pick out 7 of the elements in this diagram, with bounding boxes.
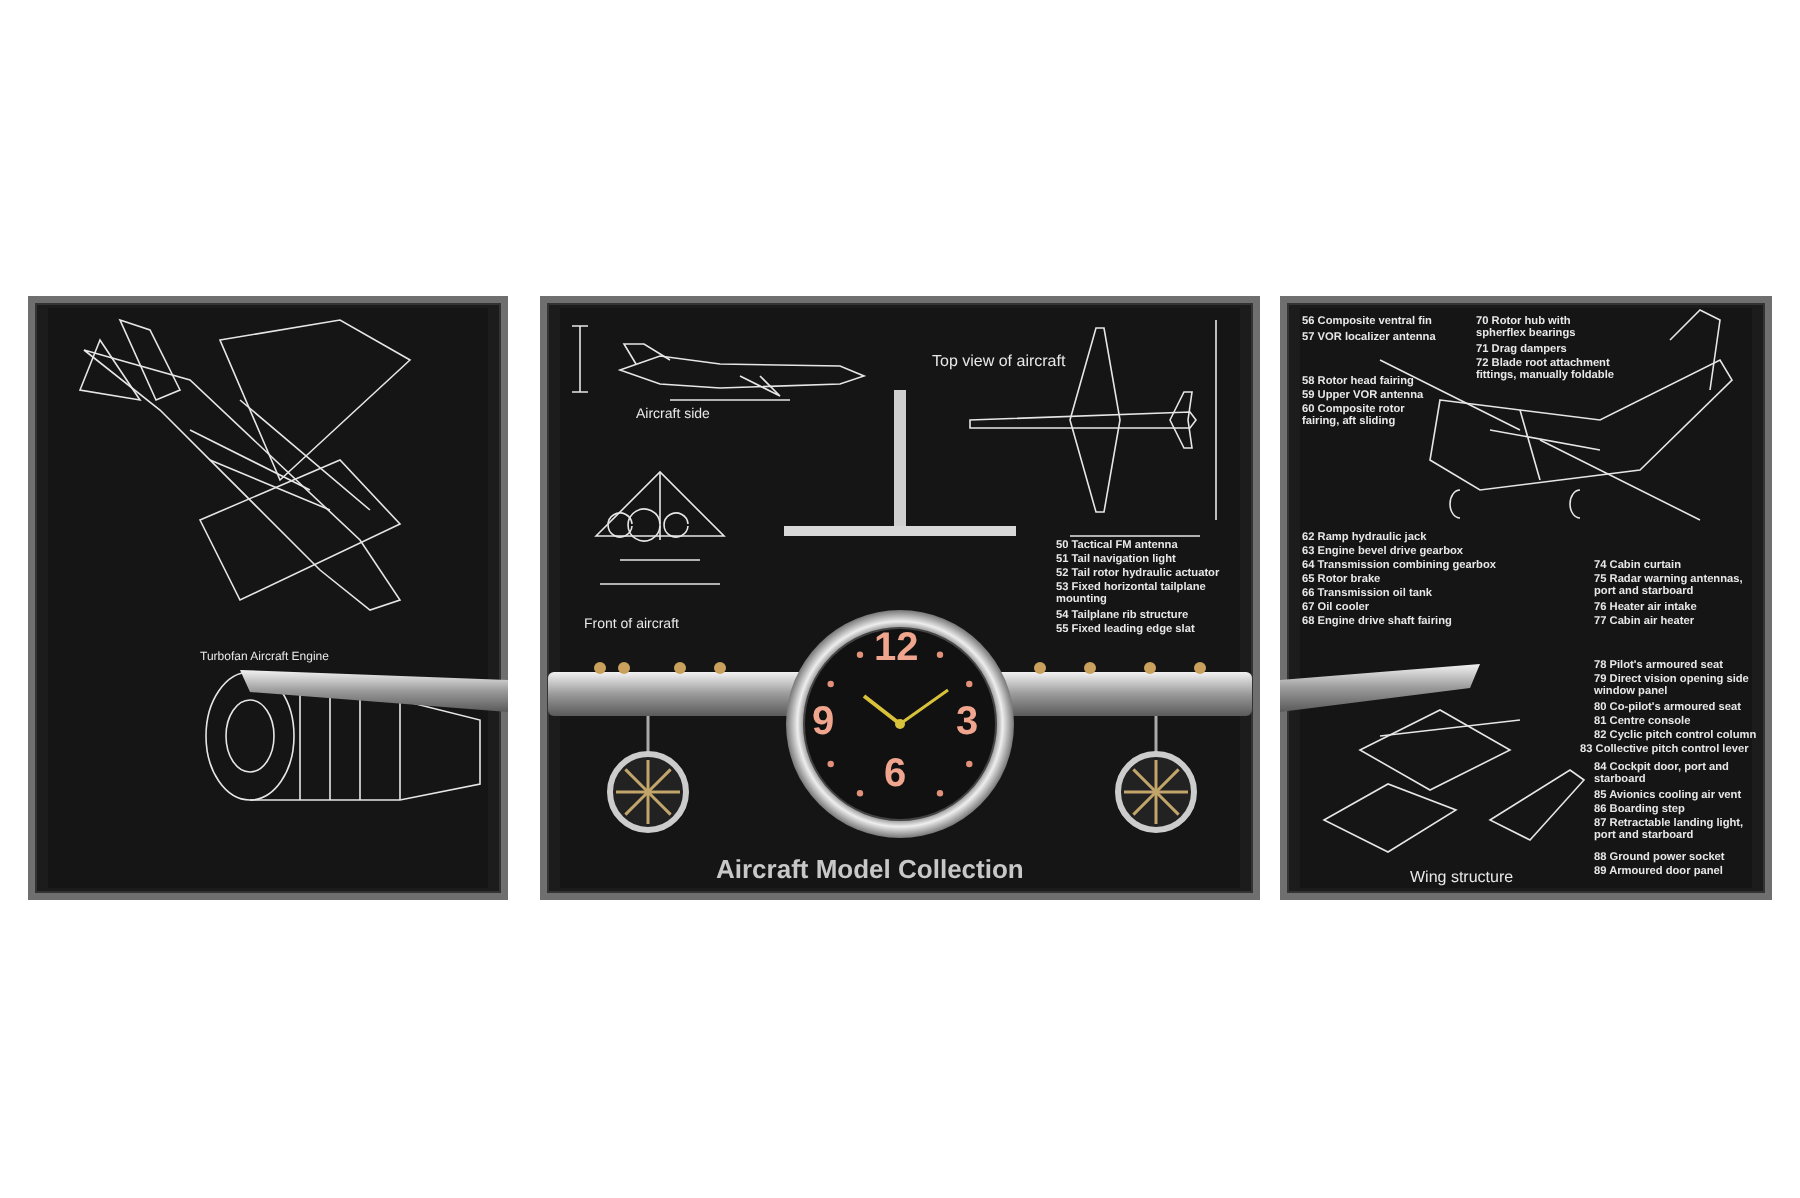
caption-text: Wing structure [1410, 868, 1514, 887]
clock-numeral: 6 [884, 752, 907, 798]
product-title: Aircraft Model Collection [716, 856, 1024, 886]
clock-numeral: 3 [956, 700, 979, 746]
clock-numeral: 9 [812, 700, 835, 746]
caption-text: Top view of aircraft [932, 352, 1066, 371]
clock-numeral: 12 [874, 626, 919, 672]
